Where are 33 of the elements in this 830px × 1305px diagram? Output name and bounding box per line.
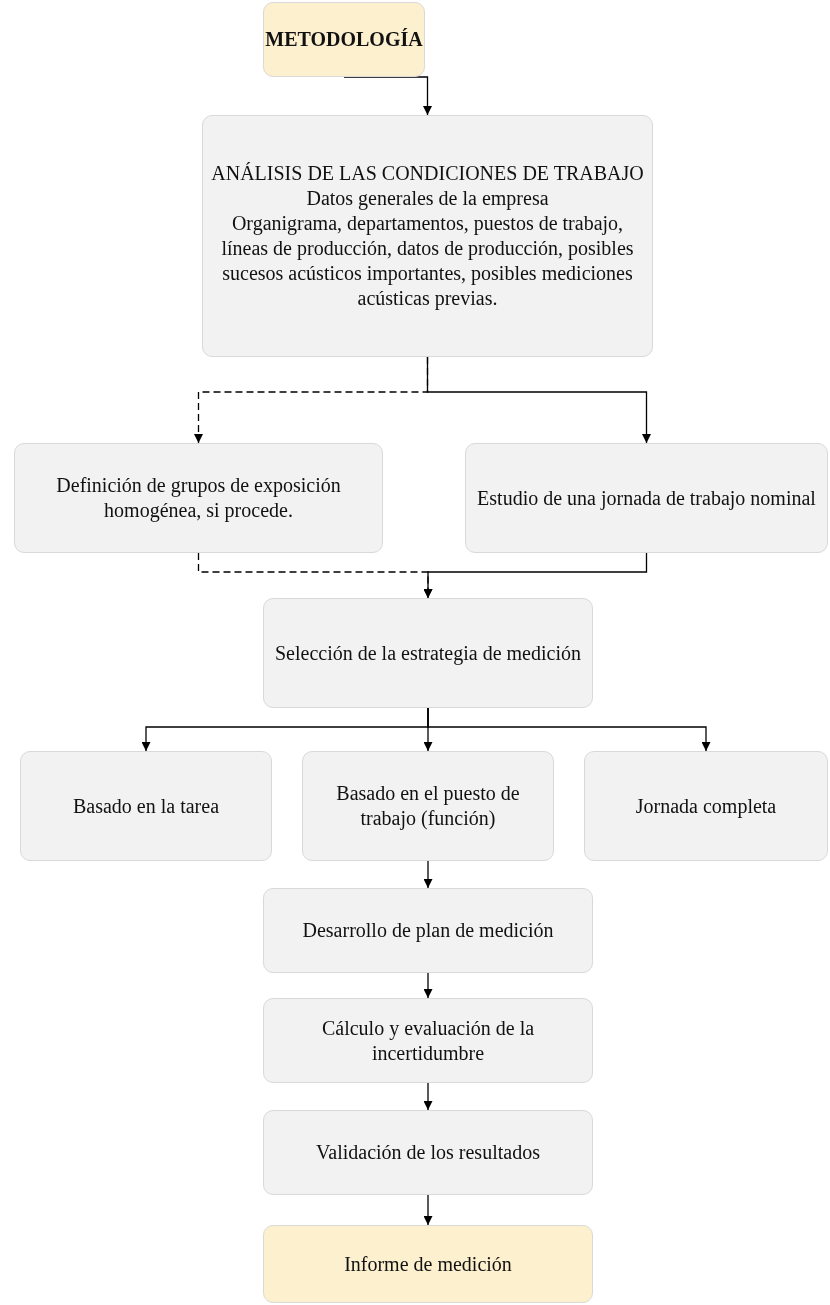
- title-box: [263, 2, 425, 77]
- arrow: [423, 860, 433, 889]
- arrow: [423, 1194, 433, 1226]
- process-box: [202, 115, 653, 357]
- arrow: [423, 552, 648, 599]
- process-box: [302, 751, 554, 861]
- node-label: Estudio de una jornada de trabajo nominal: [477, 485, 816, 511]
- arrow: [426, 356, 651, 444]
- node-label: Definición de grupos de exposición homogénea, si procede.: [55, 473, 342, 523]
- arrow: [423, 972, 433, 999]
- node-label: METODOLOGÍA: [265, 27, 423, 52]
- node-label: Selección de la estrategia de medición: [275, 640, 581, 666]
- process-box: [584, 751, 828, 861]
- node-subheading: Datos generales de la empresa: [306, 186, 549, 211]
- process-box: [20, 751, 272, 861]
- arrow: [427, 707, 711, 752]
- process-box: [263, 598, 593, 708]
- process-box: [263, 1110, 593, 1195]
- node-label: Basado en la tarea: [72, 793, 219, 819]
- arrow: [423, 1082, 433, 1111]
- node-label: Informe de medición: [344, 1251, 512, 1277]
- process-box: [14, 443, 383, 553]
- node-heading: ANÁLISIS DE LAS CONDICIONES DE TRABAJO: [211, 161, 644, 186]
- process-box: [465, 443, 828, 553]
- terminal-box: [263, 1225, 593, 1303]
- node-label: Desarrollo de plan de medición: [302, 918, 554, 943]
- node-label: Jornada completa: [635, 793, 777, 819]
- node-label: Basado en el puesto de trabajo (función): [335, 781, 521, 831]
- node-label: Cálculo y evaluación de la incertidumbre: [320, 1015, 536, 1066]
- node-text: Organigrama, departamentos, puestos de trabajo, líneas de producción, datos de producción, posibles sucesos acústicos importantes, posibles mediciones acústicas previas.: [220, 211, 635, 311]
- process-box: [263, 888, 593, 973]
- process-box: [263, 998, 593, 1083]
- node-label: Validación de los resultados: [316, 1140, 540, 1165]
